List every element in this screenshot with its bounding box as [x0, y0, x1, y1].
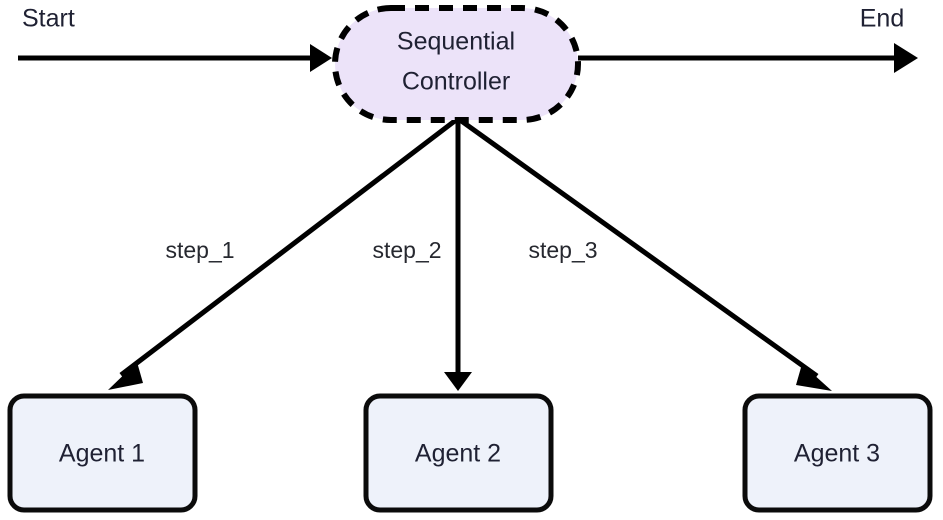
edge-step-3-line — [458, 117, 819, 379]
controller-label-line1: Sequential — [397, 28, 515, 56]
agent-3-label: Agent 3 — [794, 440, 880, 468]
node-sequential-controller[interactable]: Sequential Controller — [332, 5, 581, 123]
edge-step-3 — [458, 117, 832, 391]
node-agent-3[interactable]: Agent 3 — [742, 393, 933, 513]
edge-label-step-2: step_2 — [372, 237, 441, 263]
end-label: End — [860, 5, 904, 33]
node-agent-2[interactable]: Agent 2 — [363, 393, 554, 513]
end-edge — [578, 43, 918, 73]
agent-2-label: Agent 2 — [415, 440, 501, 468]
end-arrowhead-icon — [894, 43, 918, 73]
agent-3-box[interactable] — [742, 393, 933, 513]
node-agent-1[interactable]: Agent 1 — [7, 393, 198, 513]
agent-1-label: Agent 1 — [59, 440, 145, 468]
start-arrowhead-icon — [310, 44, 332, 72]
edge-label-step-1: step_1 — [165, 237, 234, 263]
edge-step-2-arrowhead-icon — [444, 372, 472, 391]
edge-step-2 — [444, 120, 472, 391]
edge-step-1-arrowhead-icon — [108, 362, 143, 390]
agent-1-box[interactable] — [7, 393, 198, 513]
edge-step-1-line — [119, 118, 458, 377]
edge-step-3-arrowhead-icon — [796, 364, 832, 391]
edge-label-step-3: step_3 — [528, 237, 597, 263]
start-edge — [18, 44, 332, 72]
controller-label-line2: Controller — [402, 68, 510, 96]
edge-step-1 — [108, 118, 458, 390]
agent-2-box[interactable] — [363, 393, 554, 513]
controller-shape[interactable] — [332, 5, 581, 123]
start-label: Start — [22, 5, 75, 33]
